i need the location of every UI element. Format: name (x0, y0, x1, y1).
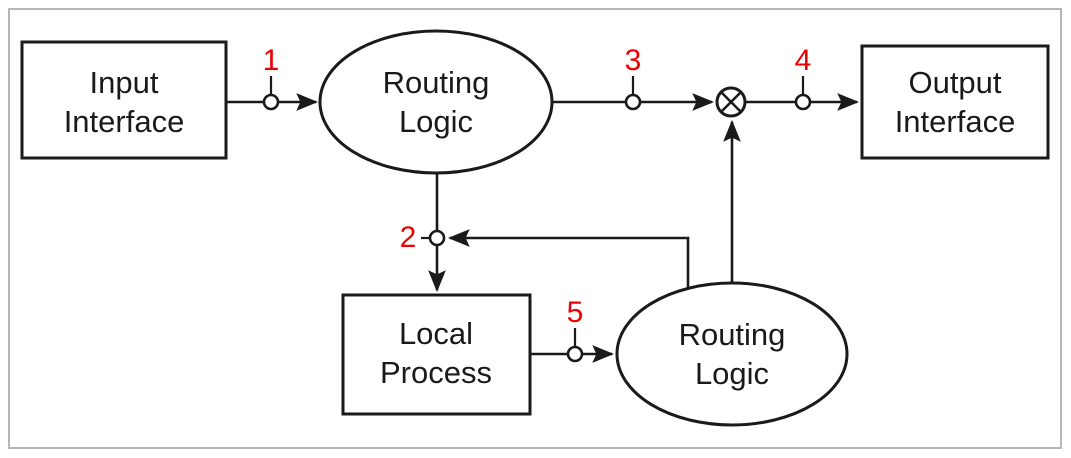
tap-3-label: 3 (625, 44, 642, 77)
xor-combiner-icon[interactable] (715, 86, 747, 118)
block-local-process[interactable]: Local Process (341, 293, 532, 416)
routing-logic-bottom-ellipse (615, 281, 849, 427)
tap-3-dot (624, 93, 642, 111)
local-process-rect (341, 293, 532, 416)
routing-logic-top-label-line2: Logic (399, 104, 473, 139)
block-routing-logic-top[interactable]: Routing Logic (318, 29, 554, 175)
tap-1-dot (262, 93, 280, 111)
tap-point-4[interactable]: 4 (794, 44, 812, 111)
tap-point-2[interactable]: 2 (400, 221, 446, 254)
tap-2-label: 2 (400, 221, 417, 254)
routing-logic-top-label-line1: Routing (383, 65, 490, 100)
tap-5-label: 5 (567, 296, 584, 329)
local-process-label-line1: Local (399, 316, 473, 351)
tap-4-dot (794, 93, 812, 111)
routing-logic-bottom-label-line2: Logic (695, 356, 769, 391)
input-interface-label-line2: Interface (64, 104, 185, 139)
tap-1-label: 1 (263, 44, 280, 77)
input-interface-label-line1: Input (90, 65, 159, 100)
output-interface-rect (860, 44, 1050, 160)
block-output-interface[interactable]: Output Interface (860, 44, 1050, 160)
routing-logic-top-ellipse (318, 29, 554, 175)
local-process-label-line2: Process (380, 355, 492, 390)
tap-point-5[interactable]: 5 (566, 296, 584, 363)
block-routing-logic-bottom[interactable]: Routing Logic (615, 281, 849, 427)
routing-logic-bottom-label-line1: Routing (679, 317, 786, 352)
output-interface-label-line2: Interface (895, 104, 1016, 139)
input-interface-rect (20, 40, 228, 160)
tap-point-3[interactable]: 3 (624, 44, 642, 111)
tap-4-label: 4 (795, 44, 812, 77)
diagram-frame (8, 8, 1062, 449)
tap-5-dot (566, 345, 584, 363)
tap-point-1[interactable]: 1 (262, 44, 280, 111)
tap-2-dot (428, 229, 446, 247)
output-interface-label-line1: Output (908, 65, 1001, 100)
xor-combiner-stroke-b (720, 91, 742, 113)
block-input-interface[interactable]: Input Interface (20, 40, 228, 160)
